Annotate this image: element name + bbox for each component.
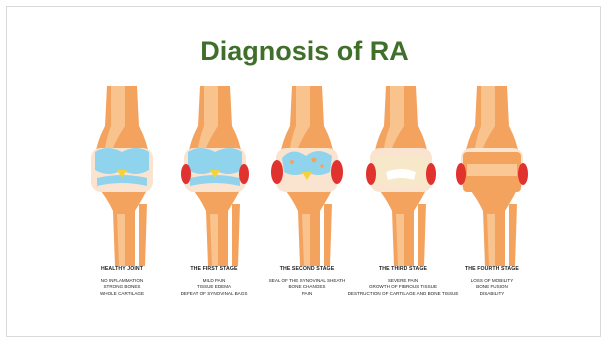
third-stage-joint-illustration xyxy=(356,86,446,266)
stage-detail: DISABILITY xyxy=(433,291,551,297)
slide-title: Diagnosis of RA xyxy=(0,36,609,67)
stage-caption-fourth: THE FOURTH STAGE LOSS OF MOBILITY BONE F… xyxy=(433,266,551,297)
stage-heading: THE FOURTH STAGE xyxy=(433,266,551,272)
second-stage-joint-illustration xyxy=(262,86,352,266)
healthy-joint-illustration xyxy=(77,86,167,266)
first-stage-joint-illustration xyxy=(170,86,260,266)
fourth-stage-joint-illustration xyxy=(447,86,537,266)
